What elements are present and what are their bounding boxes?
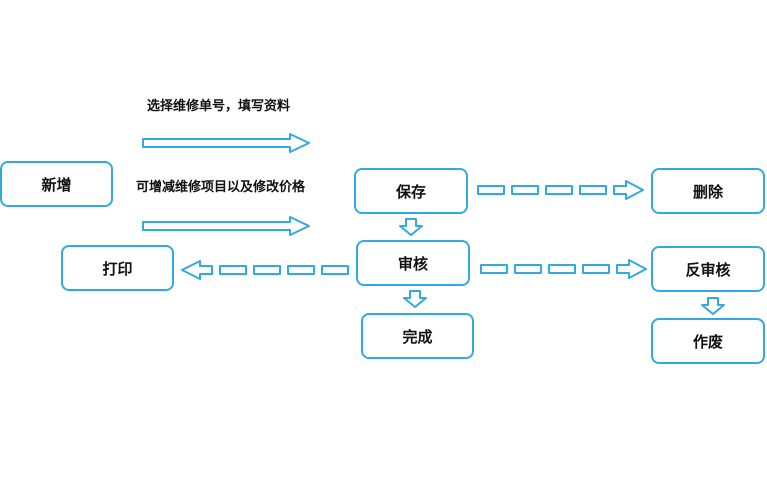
node-new[interactable]: 新增 xyxy=(0,161,113,207)
node-audit[interactable]: 审核 xyxy=(356,240,470,286)
dashed-arrow-audit-unaudit xyxy=(480,259,647,279)
node-unaudit[interactable]: 反审核 xyxy=(651,246,765,292)
note-modify-items: 可增减维修项目以及修改价格 xyxy=(136,180,306,195)
note-select-fill: 选择维修单号，填写资料 xyxy=(147,99,291,114)
node-save[interactable]: 保存 xyxy=(354,168,468,214)
arrow-right-upper xyxy=(142,133,310,153)
node-complete[interactable]: 完成 xyxy=(361,313,474,359)
dashed-arrow-audit-print xyxy=(181,260,349,280)
arrow-down-save-audit xyxy=(399,218,423,236)
node-print[interactable]: 打印 xyxy=(61,245,174,291)
dashed-arrow-save-delete xyxy=(477,180,644,200)
node-void[interactable]: 作废 xyxy=(651,318,765,364)
arrow-right-lower xyxy=(142,216,310,236)
arrow-down-audit-complete xyxy=(403,290,427,308)
node-delete[interactable]: 删除 xyxy=(651,168,765,214)
arrow-down-unaudit-void xyxy=(701,297,725,315)
